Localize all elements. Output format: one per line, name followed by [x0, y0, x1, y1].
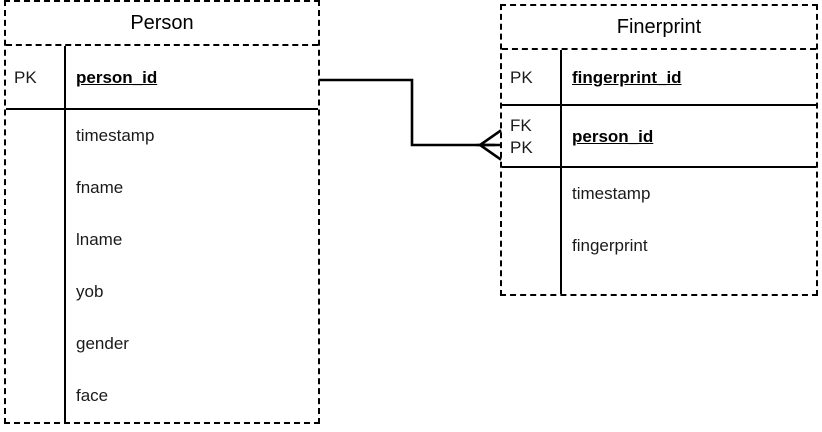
row-key-label: PK: [510, 68, 533, 88]
entity-fingerprint-body: PK fingerprint_id FK PK person_id timest…: [502, 50, 816, 294]
table-row[interactable]: timestamp: [6, 110, 318, 162]
table-row[interactable]: PK person_id: [6, 46, 318, 110]
row-attribute-name: timestamp: [76, 126, 155, 145]
table-row[interactable]: fname: [6, 162, 318, 214]
table-row[interactable]: face: [6, 370, 318, 422]
entity-fingerprint-column-divider: [560, 50, 562, 294]
entity-fingerprint[interactable]: Finerprint PK fingerprint_id FK PK perso…: [500, 4, 818, 296]
row-attribute-name: person_id: [76, 68, 158, 87]
table-row[interactable]: gender: [6, 318, 318, 370]
row-attribute-name: lname: [76, 230, 123, 249]
entity-person-title: Person: [6, 2, 318, 46]
row-attribute-name: face: [76, 386, 109, 405]
relationship-line[interactable]: [318, 78, 496, 147]
entity-person-column-divider: [64, 46, 66, 422]
row-attribute-name: fingerprint_id: [572, 68, 682, 87]
row-attribute-name: fname: [76, 178, 124, 197]
table-row[interactable]: yob: [6, 266, 318, 318]
row-attribute-name: fingerprint: [572, 236, 648, 255]
table-row[interactable]: lname: [6, 214, 318, 266]
row-attribute-name: person_id: [572, 127, 654, 146]
row-attribute-name: gender: [76, 334, 129, 353]
entity-person[interactable]: Person PK person_id timestamp fname ln: [4, 0, 320, 424]
row-attribute-name: yob: [76, 282, 104, 301]
row-key-label: PK: [14, 68, 37, 88]
table-row[interactable]: fingerprint: [502, 220, 816, 272]
crows-foot-icon: [476, 129, 502, 161]
table-row[interactable]: PK fingerprint_id: [502, 50, 816, 106]
row-attribute-name: timestamp: [572, 184, 651, 203]
row-key-label: FK PK: [510, 116, 533, 157]
entity-person-body: PK person_id timestamp fname lname y: [6, 46, 318, 422]
table-row[interactable]: FK PK person_id: [502, 106, 816, 168]
entity-fingerprint-title: Finerprint: [502, 6, 816, 50]
table-row[interactable]: timestamp: [502, 168, 816, 220]
